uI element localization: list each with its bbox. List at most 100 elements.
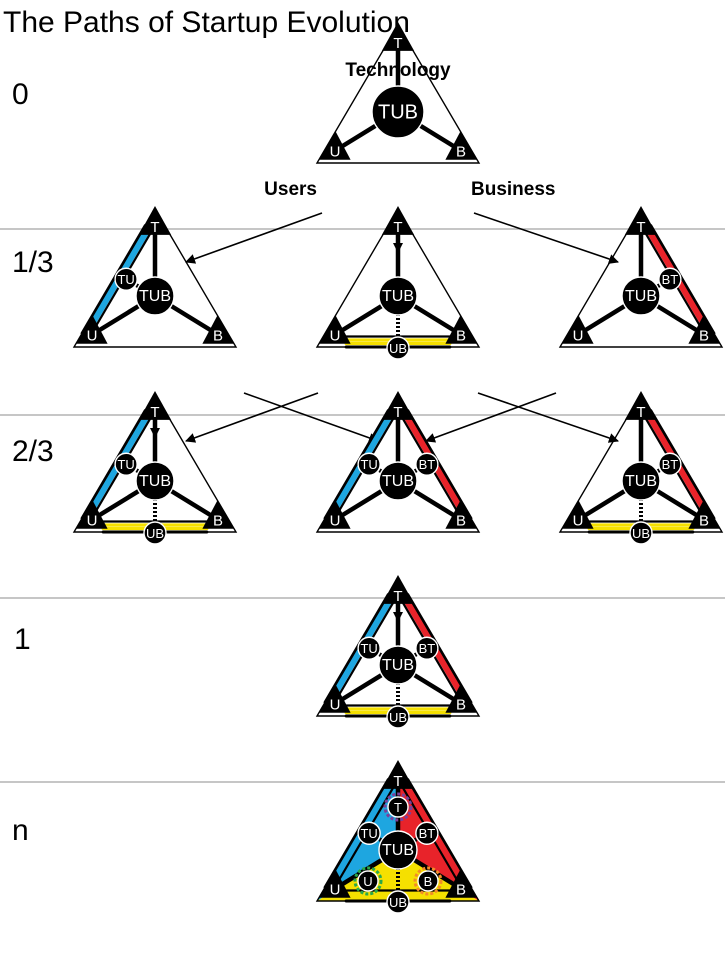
- b-letter: B: [213, 328, 223, 345]
- tub-node: TUB: [378, 276, 418, 316]
- stage-dividers: [0, 228, 725, 783]
- tub-node-text: TUB: [625, 288, 657, 305]
- u-corner: [319, 130, 351, 160]
- u-letter: U: [330, 328, 341, 345]
- bt-node-circle: [658, 267, 682, 291]
- t-corner: [138, 391, 172, 420]
- bt-node-text: BT: [662, 457, 679, 472]
- bt-node-circle: [415, 452, 439, 476]
- t-letter: T: [150, 219, 159, 236]
- stripe-line: [323, 409, 390, 520]
- bt-node: BT: [658, 452, 682, 476]
- u-inner-node: U: [357, 870, 379, 892]
- tub-node-circle: [378, 461, 418, 501]
- t-letter: T: [393, 773, 402, 790]
- stripe-line: [323, 778, 390, 889]
- u-letter: U: [573, 328, 584, 345]
- arrow: [185, 212, 323, 264]
- b-letter: B: [699, 328, 709, 345]
- t-inner-ring: [383, 792, 413, 822]
- stripe-line: [80, 224, 147, 335]
- u-corner: [562, 314, 594, 344]
- b-letter: B: [456, 882, 466, 899]
- bt-node-circle: [415, 821, 439, 845]
- t-inner-node-circle: [387, 796, 409, 818]
- tub-node-circle: [135, 276, 175, 316]
- u-letter: U: [573, 513, 584, 530]
- tu-node: TU: [357, 636, 381, 660]
- arrow: [477, 392, 619, 443]
- bt-node-text: BT: [419, 826, 436, 841]
- bt-node-circle: [658, 452, 682, 476]
- b-corner: [445, 130, 477, 160]
- tub-node-text: TUB: [382, 842, 414, 859]
- u-letter: U: [87, 328, 98, 345]
- tu-node: TU: [114, 452, 138, 476]
- stage-label-2-3: 2/3: [12, 435, 54, 468]
- u-letter: U: [330, 882, 341, 899]
- arrow: [473, 212, 619, 264]
- u-corner: [319, 683, 351, 713]
- bt-node-circle: [415, 636, 439, 660]
- stage-label-1-3: 1/3: [12, 246, 54, 279]
- b-corner: [688, 314, 720, 344]
- ub-node-circle: [386, 890, 410, 914]
- u-corner: [319, 868, 351, 898]
- stripe-line: [406, 593, 473, 704]
- b-corner: [445, 683, 477, 713]
- tub-node-circle: [371, 85, 425, 139]
- tu-node-text: TU: [117, 272, 134, 287]
- stage-label-n: n: [12, 814, 29, 847]
- t-letter: T: [150, 404, 159, 421]
- tu-node-circle: [357, 452, 381, 476]
- tu-node-circle: [357, 636, 381, 660]
- u-inner-ring: [353, 866, 383, 896]
- tub-node-circle: [135, 461, 175, 501]
- b-corner: [445, 314, 477, 344]
- arrow: [185, 392, 319, 443]
- tub-node-text: TUB: [139, 473, 171, 490]
- ub-node: UB: [386, 705, 410, 729]
- t-corner: [381, 575, 415, 604]
- tu-node-circle: [357, 821, 381, 845]
- t-corner: [138, 206, 172, 235]
- t-inner-node: T: [387, 796, 409, 818]
- tu-node-circle: [114, 452, 138, 476]
- bt-node: BT: [415, 636, 439, 660]
- tub-node-text: TUB: [378, 102, 418, 124]
- stage-label-1: 1: [14, 623, 31, 656]
- b-letter: B: [456, 144, 466, 161]
- t-corner: [624, 391, 658, 420]
- ub-node-text: UB: [389, 341, 407, 356]
- tu-node-text: TU: [117, 457, 134, 472]
- b-corner: [445, 499, 477, 529]
- t-inner-node-text: T: [394, 800, 402, 815]
- ub-node-text: UB: [632, 526, 650, 541]
- u-corner: [319, 314, 351, 344]
- u-letter: U: [330, 513, 341, 530]
- t-letter: T: [636, 404, 645, 421]
- ub-node: UB: [386, 890, 410, 914]
- stripe-line: [323, 593, 390, 704]
- t-letter: T: [393, 588, 402, 605]
- b-corner: [202, 314, 234, 344]
- tu-node-text: TU: [360, 457, 377, 472]
- tub-node-text: TUB: [625, 473, 657, 490]
- tub-node: TUB: [378, 461, 418, 501]
- stage-label-0: 0: [12, 78, 29, 111]
- ub-node: UB: [629, 521, 653, 545]
- t-letter: T: [393, 404, 402, 421]
- tu-node: TU: [357, 452, 381, 476]
- u-letter: U: [87, 513, 98, 530]
- u-letter: U: [330, 144, 341, 161]
- tub-node: TUB: [135, 461, 175, 501]
- ub-node-text: UB: [389, 895, 407, 910]
- ub-node-circle: [143, 521, 167, 545]
